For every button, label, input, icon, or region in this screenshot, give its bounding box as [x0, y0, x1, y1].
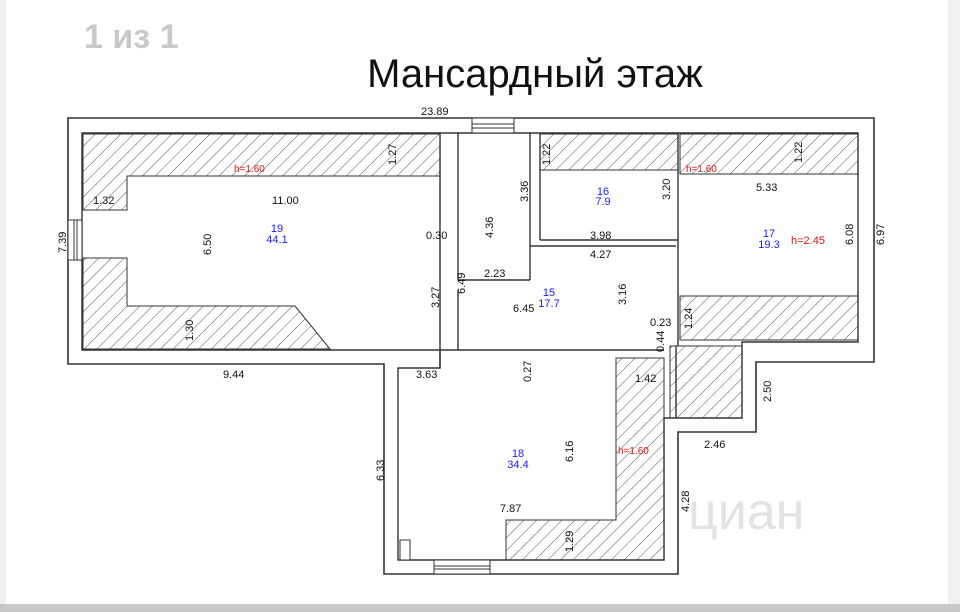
dim-r16-slope: 1.22: [541, 144, 553, 165]
dim-r17-height: 6.08: [844, 224, 856, 245]
room-18-height: h=1.60: [618, 446, 649, 457]
dim-wall-thick: 0.30: [426, 230, 447, 242]
room-18-area: 34.4: [507, 459, 528, 471]
dim-r17-slope-top: 1.22: [793, 142, 805, 163]
dim-r15-length: 6.45: [513, 303, 534, 315]
door-small: [399, 539, 411, 561]
dim-small-a: 0.23: [650, 317, 671, 329]
window-bottom: [433, 559, 491, 575]
slope-zone-extension: [669, 345, 743, 419]
room-17-number: 17: [763, 228, 775, 240]
dim-r19-slope-top: 1.27: [387, 144, 399, 165]
dim-r17-slope-bottom: 1.24: [683, 308, 695, 329]
room-15-area: 17.7: [538, 298, 559, 310]
dim-left-height: 7.39: [57, 232, 69, 253]
window-top: [471, 117, 515, 134]
page-counter: 1 из 1: [84, 18, 179, 56]
dim-ext-width: 2.46: [704, 439, 725, 451]
outer-wall: [67, 117, 875, 575]
dim-r15-width: 4.27: [590, 249, 611, 261]
room-15-number: 15: [543, 287, 555, 299]
dim-corr-width: 4.36: [484, 217, 496, 238]
room-19-number: 19: [271, 223, 283, 235]
slope-zone-16: [539, 133, 679, 171]
screen-left-edge: [0, 0, 6, 612]
dim-ext-low: 4.28: [680, 491, 692, 512]
dim-r19-width: 6.50: [202, 234, 214, 255]
dim-overall-width: 23.89: [421, 106, 449, 118]
dim-r19-length: 11.00: [272, 195, 299, 207]
partitions: [439, 133, 679, 418]
room-16-area: 7.9: [595, 196, 610, 208]
dim-r18-top2: 0.27: [522, 361, 534, 382]
slope-zone-18: [505, 357, 665, 561]
slope-zone-19-bottom: [82, 257, 332, 350]
dim-r18-height: 6.16: [564, 441, 576, 462]
dim-r19-slope-bottom: 1.30: [184, 320, 196, 341]
slope-zone-17-bottom: [679, 295, 859, 341]
dim-corr-height: 3.36: [519, 181, 531, 202]
height-labels: h=1.60 h=1.60 h=2.45 h=1.60: [234, 164, 825, 457]
dim-corr-low: 2.23: [484, 268, 505, 280]
openings: [67, 117, 515, 575]
room-17-area: 19.3: [758, 239, 779, 251]
screen-bottom-edge: [0, 604, 960, 612]
dim-wall-b: 3.27: [430, 287, 442, 308]
room-19-area: 44.1: [266, 234, 287, 246]
room-19-height: h=1.60: [234, 164, 265, 175]
dim-r18-slope-top: 1.42: [635, 373, 656, 385]
dim-r18-top: 3.63: [416, 369, 437, 381]
dim-r15-height: 3.16: [617, 284, 629, 305]
dim-ext-height: 2.50: [762, 381, 774, 402]
slope-zone-17-top: [679, 133, 859, 175]
dim-r18-slope-bottom: 1.29: [564, 531, 576, 552]
dim-wall-a: 6.49: [456, 273, 468, 294]
dim-r17-width: 5.33: [756, 182, 777, 194]
watermark-text: циан: [688, 483, 805, 541]
dim-r16-width: 3.98: [590, 230, 611, 242]
window-left: [67, 219, 83, 261]
room-17-height-low: h=1.60: [686, 164, 717, 175]
room-labels: 19 44.1 16 7.9 17 19.3 15 17.7 18 34.4: [266, 186, 779, 471]
dim-r18-width: 7.87: [500, 503, 521, 515]
page-title: Мансардный этаж: [367, 52, 703, 96]
dimension-labels: 23.89 7.39 6.97 9.44 1.27 1.32 11.00 6.5…: [57, 106, 887, 552]
room-16-number: 16: [597, 186, 609, 198]
dim-small-b: 0.44: [655, 331, 667, 352]
room-17-height: h=2.45: [791, 235, 825, 247]
room-18-number: 18: [512, 448, 524, 460]
dim-r16-height: 3.20: [661, 179, 673, 200]
dim-r18-left: 6.33: [375, 460, 387, 481]
dim-left-bottom: 9.44: [223, 369, 244, 381]
screen-right-edge: [948, 0, 960, 612]
dim-r19-slope-left: 1.32: [93, 195, 114, 207]
dim-right-height: 6.97: [875, 224, 887, 245]
